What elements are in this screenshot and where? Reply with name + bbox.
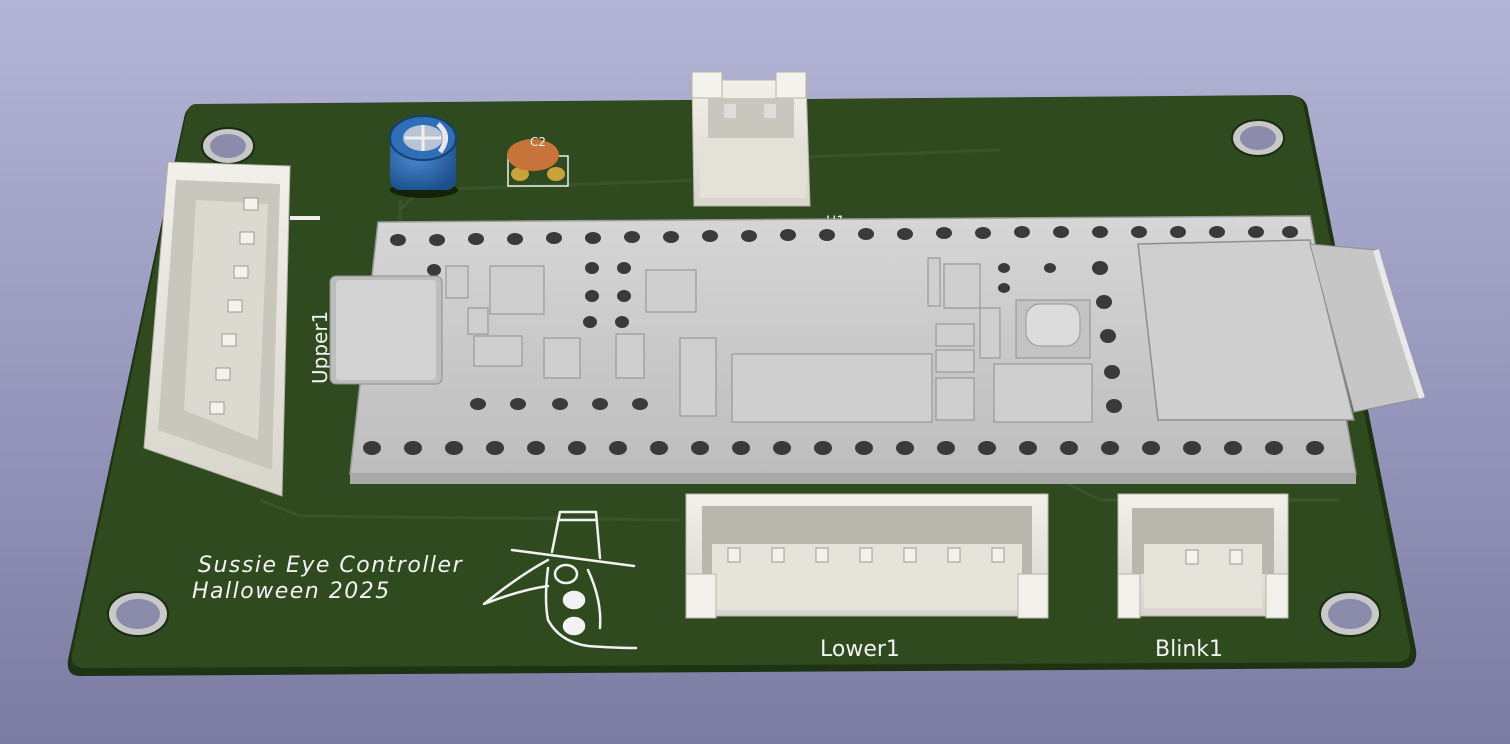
silkscreen-line-2: Halloween 2025 — [192, 579, 391, 604]
ref-c2: C2 — [530, 135, 546, 149]
electrolytic-capacitor[interactable] — [389, 115, 458, 198]
usb-c-port[interactable] — [329, 275, 443, 385]
silkscreen-line-1: Sussie Eye Controller — [198, 553, 464, 578]
module-boot-button[interactable] — [1015, 299, 1091, 359]
module-pin-holes-bottom — [363, 441, 1324, 455]
mounting-holes — [107, 119, 1381, 637]
module-inner-holes — [427, 261, 1122, 413]
ref-blink1: Blink1 — [1155, 637, 1223, 662]
module-rf-shield — [1137, 239, 1425, 421]
connector-blink1[interactable]: Blink1 — [1117, 493, 1289, 662]
module-pin-holes-top — [390, 226, 1298, 246]
plague-doctor-logo — [482, 510, 638, 650]
ceramic-capacitor[interactable]: C2 — [507, 135, 569, 187]
ref-lower1: Lower1 — [820, 637, 900, 662]
mcu-module-u1[interactable]: U1 — [329, 214, 1425, 484]
connector-upper1[interactable]: Upper1 — [143, 161, 332, 497]
module-smd-components — [445, 257, 1093, 423]
silkscreen-title: Sussie Eye Controller Halloween 2025 — [192, 553, 464, 604]
ref-upper1: Upper1 — [308, 311, 332, 384]
power-connector-top[interactable] — [691, 71, 811, 207]
connector-lower1[interactable]: Lower1 — [685, 493, 1049, 662]
